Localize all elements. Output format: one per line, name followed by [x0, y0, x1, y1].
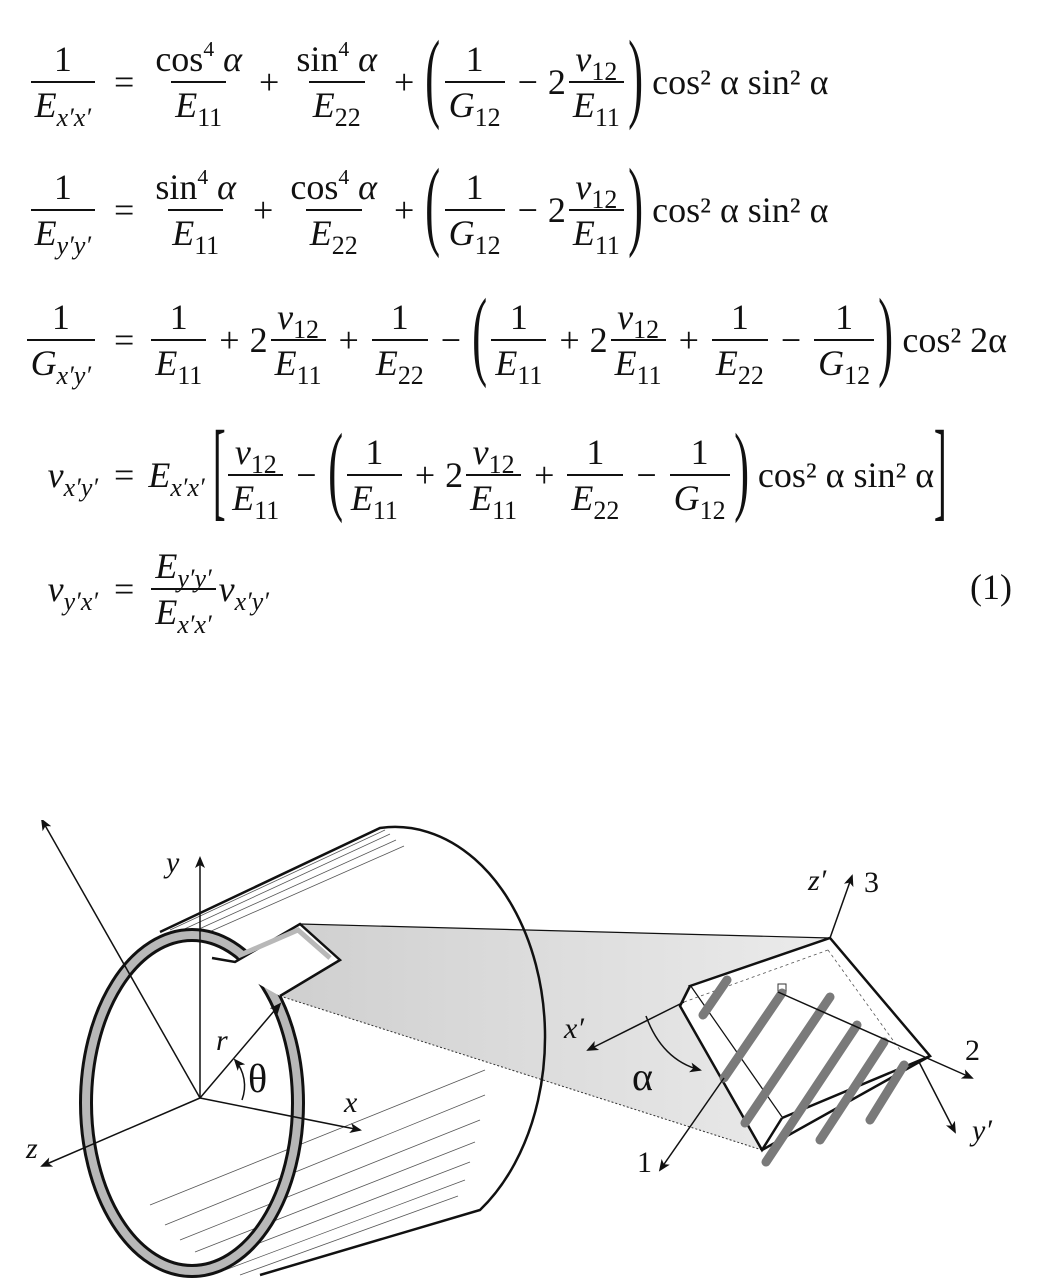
term-cos4-over-e11: cos4 α E11	[155, 36, 243, 133]
equation-number: (1)	[970, 567, 1012, 607]
lhs-fraction: 1 Gx′y′	[26, 299, 95, 389]
lhs-fraction: 1 Ex′x′	[30, 41, 95, 131]
term-v12-over-e11: v12 E11	[568, 169, 624, 259]
cylinder	[79, 825, 547, 1278]
term-sin4-over-e11: sin4 α E11	[155, 164, 237, 261]
term-v12-over-e11: v12 E11	[568, 41, 624, 131]
axis-label-x: x	[343, 1086, 358, 1119]
equation-row-2: 1 Ey′y′ = sin4 α E11 + cos4 α E22 + ( 1 …	[0, 154, 829, 261]
trig-tail: cos² 2α	[902, 320, 1007, 360]
trig-tail: cos² α sin² α	[757, 455, 935, 495]
laminate-axes	[586, 874, 974, 1172]
laminate-element	[678, 936, 933, 1167]
axis-label-z-prime: z′	[807, 864, 827, 897]
term-1-over-g12: 1 G12	[444, 41, 505, 131]
cylinder-laminate-diagram: y x z r θ z′ 3 x′ 2 α	[25, 820, 992, 1278]
equation-row-5: vy′x′ = Ey′y′ Ex′x′ vx′y′	[47, 546, 269, 640]
term-1-over-g12: 1 G12	[444, 169, 505, 259]
axis-label-1: 1	[637, 1146, 652, 1179]
trig-tail: cos² α sin² α	[652, 190, 829, 230]
axis-label-z: z	[25, 1132, 38, 1165]
tail-symbol: vx′y′	[218, 569, 269, 617]
equation-row-1: 1 Ex′x′ = cos4 α E11 + sin4 α E22 + ( 1 …	[0, 26, 829, 133]
angle-label-theta: θ	[248, 1056, 267, 1101]
axis-label-2: 2	[965, 1034, 980, 1067]
axis-label-x-prime: x′	[563, 1012, 584, 1045]
radius-label-r: r	[216, 1024, 228, 1057]
angle-label-alpha: α	[632, 1054, 653, 1099]
term-cos4-over-e22: cos4 α E22	[290, 164, 378, 261]
projection-wedge	[280, 924, 830, 1150]
axis-label-3: 3	[864, 866, 879, 899]
axis-label-y-prime: y′	[969, 1114, 992, 1147]
lhs-symbol: vx′y′	[47, 455, 98, 503]
term-sin4-over-e22: sin4 α E22	[296, 36, 378, 133]
lhs-fraction: 1 Ey′y′	[30, 169, 95, 259]
factor-exx: Ex′x′	[148, 455, 205, 503]
trig-tail: cos² α sin² α	[652, 62, 829, 102]
axis-label-y: y	[163, 846, 180, 879]
cylinder-axes	[40, 820, 362, 1167]
ratio-eyy-over-exx: Ey′y′ Ex′x′	[151, 548, 216, 638]
lhs-symbol: vy′x′	[47, 569, 98, 617]
